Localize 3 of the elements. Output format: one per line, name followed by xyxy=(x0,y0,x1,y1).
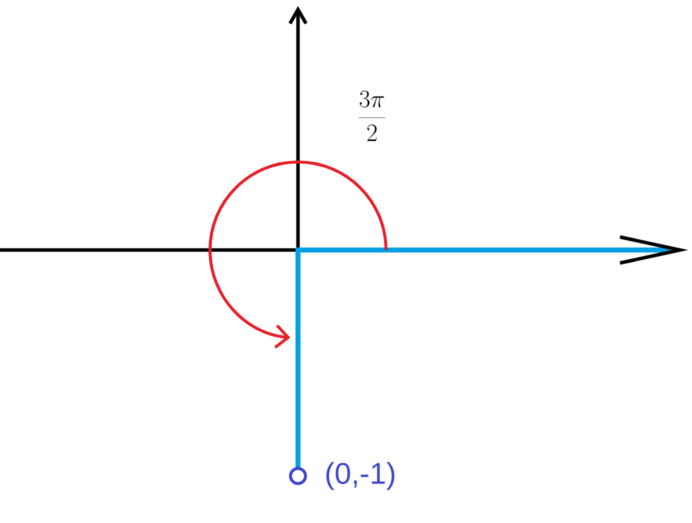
point-label: (0,-1) xyxy=(326,462,394,490)
angle-label: $\frac{3\pi}{2}$ xyxy=(358,90,386,141)
point-marker xyxy=(289,467,307,485)
